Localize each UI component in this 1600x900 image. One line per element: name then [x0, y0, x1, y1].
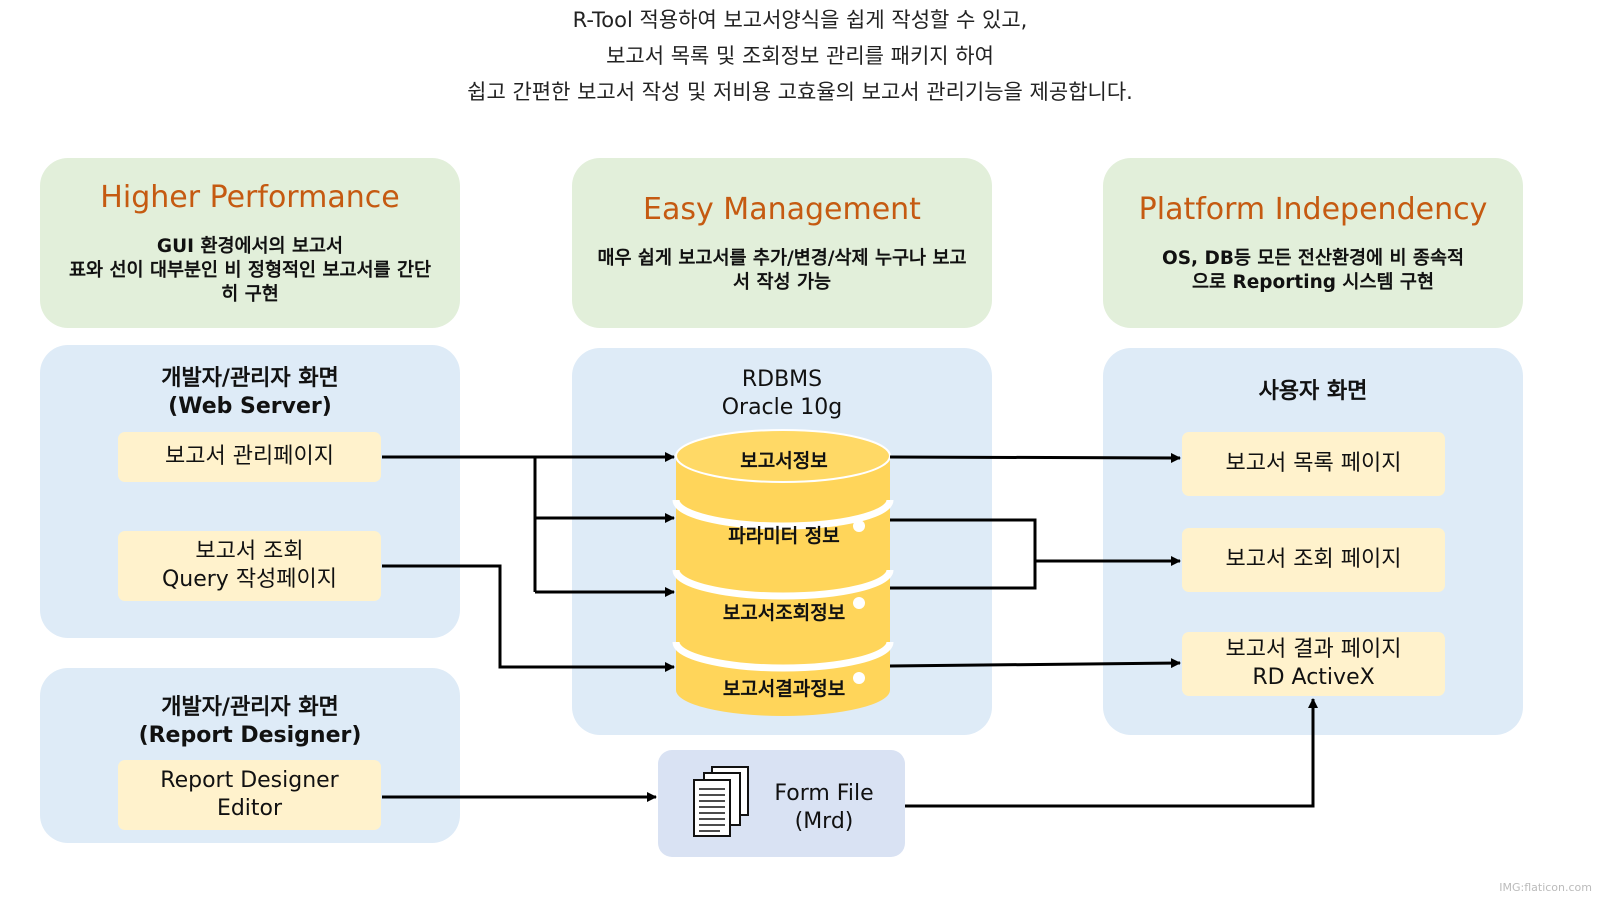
feature-higher-performance: Higher Performance GUI 환경에서의 보고서 표와 선이 대… — [40, 158, 460, 328]
feature-desc-line: 서 작성 가능 — [733, 272, 831, 293]
box-label: Report Designer — [160, 768, 339, 793]
feature-desc: GUI 환경에서의 보고서 표와 선이 대부분인 비 정형적인 보고서를 간단 … — [60, 235, 440, 307]
watermark: IMG:flaticon.com — [1499, 881, 1592, 894]
feature-desc-line: 매우 쉽게 보고서를 추가/변경/삭제 누구나 보고 — [597, 248, 967, 269]
form-file-label-line: (Mrd) — [794, 809, 854, 834]
feature-desc-line: 히 구현 — [221, 284, 279, 305]
feature-title: Easy Management — [643, 192, 921, 227]
section-title-line: (Report Designer) — [138, 723, 362, 748]
db-layer-report-info: 보고서정보 — [740, 450, 828, 472]
intro-line-3: 쉽고 간편한 보고서 작성 및 저비용 고효율의 보고서 관리기능을 제공합니다… — [467, 80, 1133, 104]
report-view-page-box: 보고서 조회 페이지 — [1182, 528, 1445, 592]
report-list-page-box: 보고서 목록 페이지 — [1182, 432, 1445, 496]
report-designer-panel: 개발자/관리자 화면 (Report Designer) — [40, 668, 460, 843]
feature-desc: 매우 쉽게 보고서를 추가/변경/삭제 누구나 보고 서 작성 가능 — [592, 247, 972, 295]
feature-desc-line: OS, DB등 모든 전산환경에 비 종속적 — [1162, 248, 1464, 269]
form-file-label-line: Form File — [774, 781, 874, 806]
feature-desc-line: 으로 Reporting 시스템 구현 — [1192, 272, 1434, 293]
section-title-line: (Web Server) — [168, 394, 332, 419]
report-designer-title: 개발자/관리자 화면 (Report Designer) — [40, 694, 460, 750]
user-screen-title: 사용자 화면 — [1258, 379, 1368, 404]
db-layer-result-info: 보고서결과정보 — [722, 678, 846, 700]
section-title-line: 개발자/관리자 화면 — [161, 366, 339, 391]
db-layer-query-info: 보고서조회정보 — [722, 602, 846, 624]
box-label: 보고서 목록 페이지 — [1225, 451, 1402, 476]
feature-title: Higher Performance — [100, 180, 400, 215]
box-label: Editor — [216, 796, 283, 821]
intro-line-1: R-Tool 적용하여 보고서양식을 쉽게 작성할 수 있고, — [572, 8, 1028, 32]
box-label: 보고서 관리페이지 — [165, 444, 334, 469]
box-label: Query 작성페이지 — [161, 567, 338, 592]
report-designer-editor-box: Report Designer Editor — [118, 760, 381, 830]
box-label: 보고서 조회 페이지 — [1225, 547, 1402, 572]
feature-desc: OS, DB등 모든 전산환경에 비 종속적 으로 Reporting 시스템 … — [1123, 247, 1503, 295]
section-title-line: Oracle 10g — [721, 395, 843, 420]
report-query-page-box: 보고서 조회 Query 작성페이지 — [118, 531, 381, 601]
feature-easy-management: Easy Management 매우 쉽게 보고서를 추가/변경/삭제 누구나 … — [572, 158, 992, 328]
box-label: RD ActiveX — [1252, 665, 1375, 690]
form-file-label: Form File (Mrd) — [764, 780, 884, 836]
feature-desc-line: 표와 선이 대부분인 비 정형적인 보고서를 간단 — [68, 260, 432, 281]
box-label: 보고서 조회 — [195, 539, 304, 564]
section-title-line: RDBMS — [741, 367, 823, 392]
feature-desc-line: GUI 환경에서의 보고서 — [156, 236, 344, 257]
web-server-title: 개발자/관리자 화면 (Web Server) — [40, 365, 460, 421]
feature-title: Platform Independency — [1138, 192, 1488, 227]
feature-platform-independency: Platform Independency OS, DB등 모든 전산환경에 비… — [1103, 158, 1523, 328]
report-result-page-box: 보고서 결과 페이지 RD ActiveX — [1182, 632, 1445, 696]
section-title-line: 개발자/관리자 화면 — [161, 695, 339, 720]
intro-line-2: 보고서 목록 및 조회정보 관리를 패키지 하여 — [606, 44, 994, 68]
db-layer-parameter-info: 파라미터 정보 — [728, 525, 840, 547]
rdbms-title: RDBMS Oracle 10g — [572, 366, 992, 422]
box-label: 보고서 결과 페이지 — [1225, 637, 1402, 662]
report-manage-page-box: 보고서 관리페이지 — [118, 432, 381, 482]
